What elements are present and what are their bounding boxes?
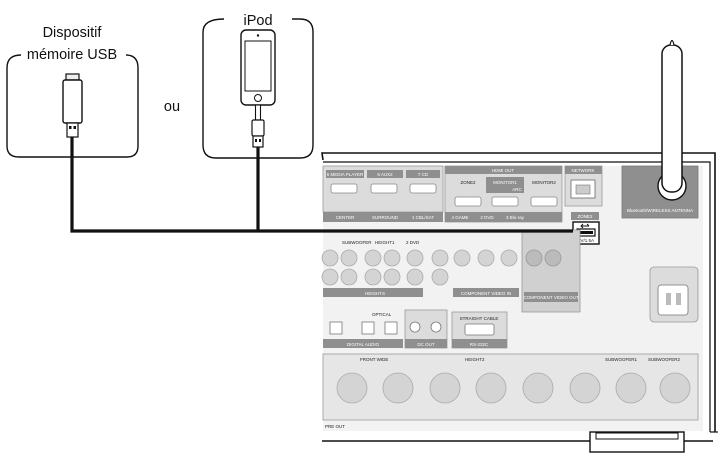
- pre-out-label: PRE OUT: [325, 424, 345, 429]
- antenna-label: Bluetooth/WIRELESS ANTENNA: [627, 208, 693, 213]
- dvd-label: 2 DVD: [480, 215, 494, 220]
- cbl-sat-label: 1 CBL/SAT: [412, 215, 434, 220]
- zone2-label: ZONE2: [460, 180, 476, 185]
- usb-stick-icon: [62, 73, 83, 138]
- digital-audio-label: DIGITAL AUDIO: [347, 342, 380, 347]
- ipod-device-group: iPod: [202, 13, 314, 159]
- hdmi-in-jacks: [330, 183, 437, 194]
- subwoofer1-label: SUBWOOFER1: [605, 357, 638, 362]
- subwoofer-label: SUBWOOFER: [342, 240, 372, 245]
- xlr-jacks: [336, 372, 691, 404]
- heights-label: HEIGHTS: [365, 291, 385, 296]
- usb-device-label-line2: mémoire USB: [27, 47, 117, 63]
- straight-cable-label: STRAIGHT CABLE: [460, 316, 499, 321]
- ipod-cable-plug-icon: [251, 104, 265, 148]
- network-label: NETWORK: [572, 168, 595, 173]
- antenna-icon: [657, 39, 687, 201]
- surround-label: SURROUND: [372, 215, 399, 220]
- hdmi-out-label: HDMI OUT: [492, 168, 514, 173]
- front-wide-label: FRONT WIDE: [360, 357, 388, 362]
- height1-label: HEIGHT1: [375, 240, 395, 245]
- usb-rating-label: 5V/1.5A: [578, 238, 594, 243]
- aux2-label: 5 AUX2: [377, 172, 393, 177]
- component-video-out-label: COMPONENT VIDEO OUT: [523, 295, 578, 300]
- or-label: ou: [164, 99, 180, 115]
- media-player-label: 6 MEDIA PLAYER: [327, 172, 364, 177]
- subwoofer2-label: SUBWOOFER2: [648, 357, 681, 362]
- ipod-label: iPod: [243, 13, 272, 29]
- optical-jacks: [329, 321, 398, 335]
- game-label: 4 GAME: [451, 215, 468, 220]
- height2-label: HEIGHT2: [465, 357, 485, 362]
- usb-device-label-line1: Dispositif: [43, 25, 103, 41]
- usb-symbol-icon: [580, 223, 590, 229]
- arc-label: ARC: [512, 187, 522, 192]
- ipod-icon: [240, 29, 276, 106]
- usb-device-group: Dispositif mémoire USB: [6, 25, 139, 158]
- dvd-in-label: 2 DVD: [406, 240, 420, 245]
- rs232c-port-icon: [464, 323, 495, 336]
- cd-label: 7 CD: [418, 172, 429, 177]
- optical-label: OPTICAL: [372, 312, 392, 317]
- monitor1-label: MONITOR1: [493, 180, 517, 185]
- dc-out-label: DC OUT: [417, 342, 434, 347]
- monitor2-label: MONITOR2: [532, 180, 556, 185]
- receiver-rear-panel: 6 MEDIA PLAYER 5 AUX2 7 CD CENTER SURROU…: [321, 39, 718, 453]
- usb-cable: [70, 137, 573, 233]
- component-video-in-label: COMPONENT VIDEO IN: [461, 291, 511, 296]
- center-label: CENTER: [336, 215, 355, 220]
- rs232c-label: RS-232C: [470, 342, 489, 347]
- hdmi-out-jacks: [454, 196, 558, 207]
- zone2-usb-label: ZONE2: [577, 214, 593, 219]
- bluray-label: 3 Blu-ray: [506, 215, 525, 220]
- analog-jacks-row2: [321, 268, 449, 286]
